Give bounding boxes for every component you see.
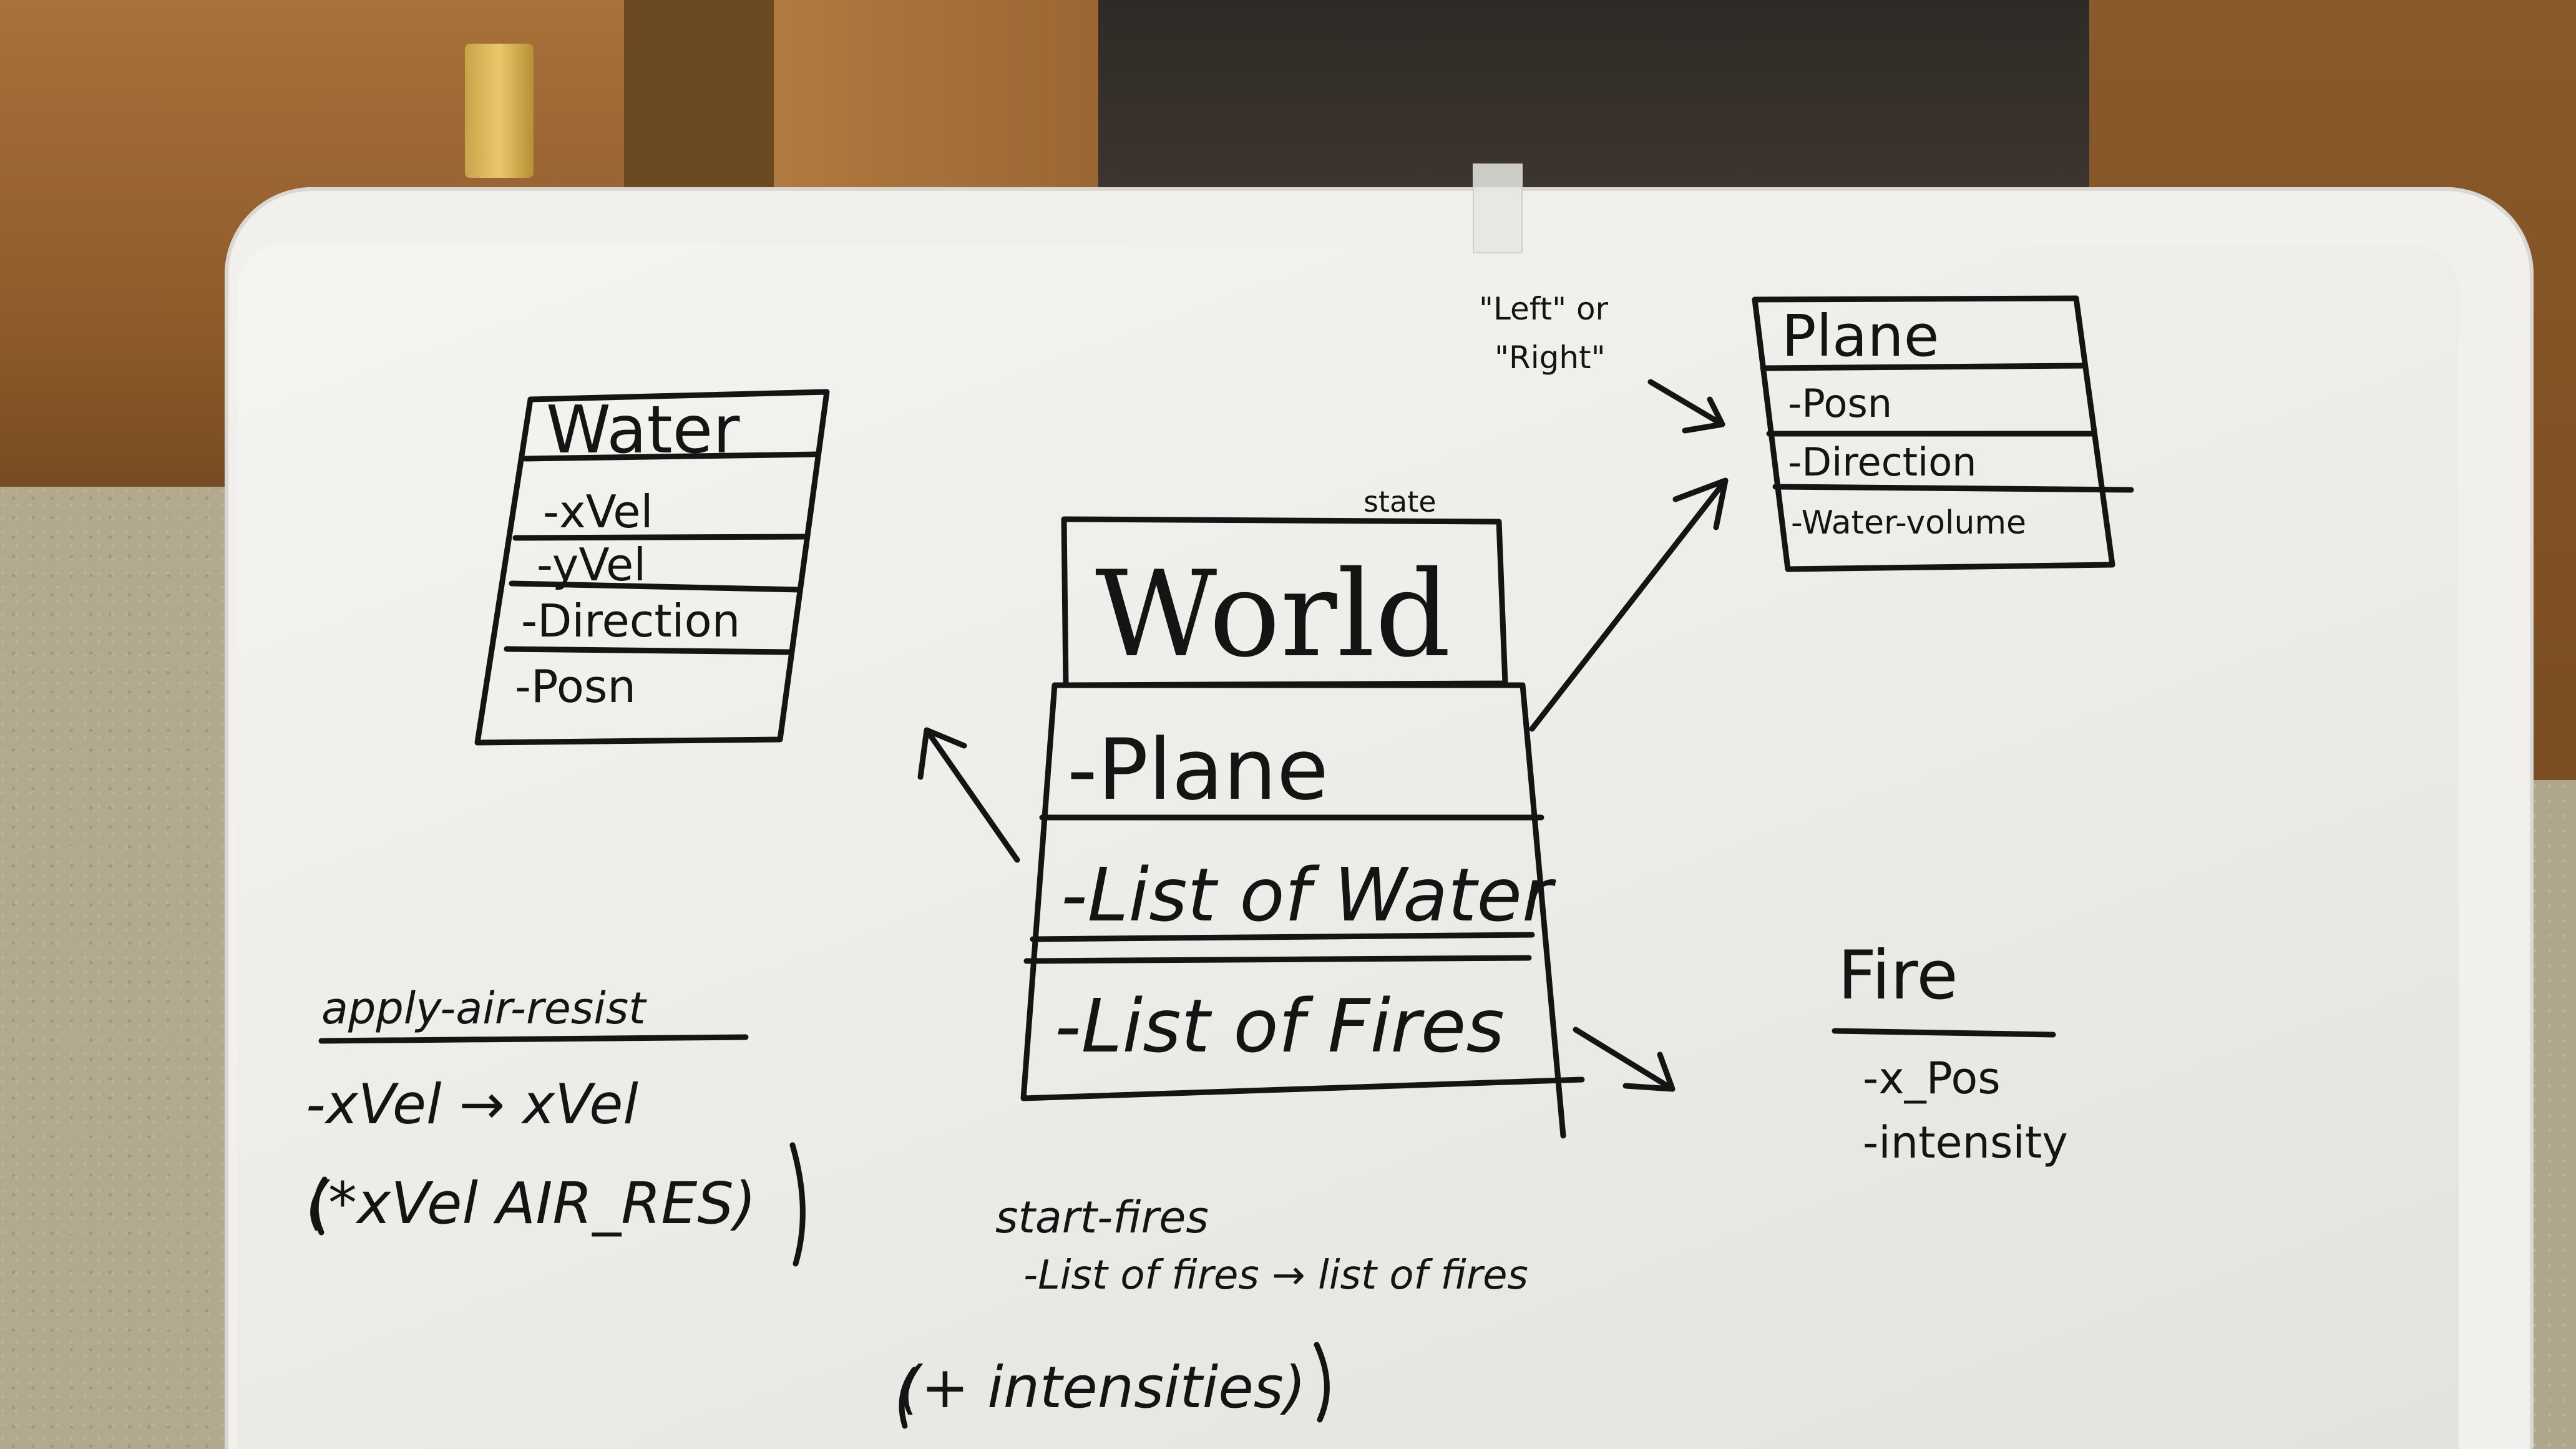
plane-title: Plane — [1782, 303, 1939, 369]
water-field-posn: -Posn — [515, 660, 636, 713]
plane-note-line2: "Right" — [1495, 339, 1606, 376]
water-divider — [504, 646, 793, 655]
water-title: Water — [546, 392, 740, 468]
world-divider — [1030, 932, 1535, 942]
plane-field-direction: -Direction — [1788, 439, 1976, 485]
world-title: World — [1095, 545, 1451, 683]
world-divider — [1023, 955, 1532, 964]
apply-air-resist-signature: -xVel → xVel — [306, 1072, 638, 1136]
start-fires-signature: -List of fires → list of fires — [1023, 1252, 1528, 1299]
fire-title: Fire — [1838, 937, 1958, 1015]
world-fields-outline — [1051, 682, 1566, 1139]
arrow-to-water — [917, 727, 1020, 863]
paren-open — [313, 1176, 328, 1236]
water-divider — [509, 580, 802, 593]
plane-divider — [1772, 484, 2134, 493]
fire-field-x-pos: -x_Pos — [1863, 1053, 2001, 1104]
fire-field-intensity: -intensity — [1863, 1117, 2068, 1168]
apply-air-resist-body: (*xVel AIR_RES) — [306, 1170, 756, 1237]
apply-air-resist-underline — [318, 1034, 749, 1044]
paren-open — [899, 1367, 917, 1429]
whiteboard-surface — [237, 245, 2459, 1449]
plane-box-outline — [1752, 295, 2115, 572]
paren-close — [1314, 1342, 1330, 1423]
world-field-list-of-fires: -List of Fires — [1055, 983, 1505, 1069]
arrow-to-plane — [1529, 477, 1729, 732]
fire-underline — [1832, 1028, 2056, 1038]
plane-note-line1: "Left" or — [1479, 291, 1609, 327]
water-box-outline — [474, 389, 830, 746]
plane-divider — [1760, 363, 2087, 371]
world-field-list-of-water: -List of Water — [1061, 852, 1556, 938]
apply-air-resist-name: apply-air-resist — [321, 983, 647, 1034]
arrow-note-to-plane — [1647, 379, 1725, 434]
start-fires-name: start-fires — [995, 1192, 1209, 1243]
world-field-plane: -Plane — [1067, 721, 1329, 819]
world-fields-left — [1020, 682, 1585, 1101]
wooden-cabinet-door — [774, 0, 1098, 187]
tape-strip — [1473, 163, 1523, 253]
water-divider — [522, 451, 821, 462]
world-annotation: state — [1364, 485, 1437, 519]
brass-hinge — [465, 44, 534, 178]
water-divider — [512, 534, 808, 541]
plane-field-posn: -Posn — [1788, 381, 1892, 426]
water-field-yvel: -yVel — [537, 539, 646, 591]
water-field-direction: -Direction — [521, 595, 740, 647]
water-field-xvel: -xVel — [543, 485, 653, 538]
start-fires-body: (+ intensities) — [899, 1354, 1306, 1421]
paren-close — [789, 1142, 806, 1267]
arrow-to-fire — [1573, 1027, 1676, 1092]
plane-field-water-volume: -Water-volume — [1791, 504, 2026, 542]
